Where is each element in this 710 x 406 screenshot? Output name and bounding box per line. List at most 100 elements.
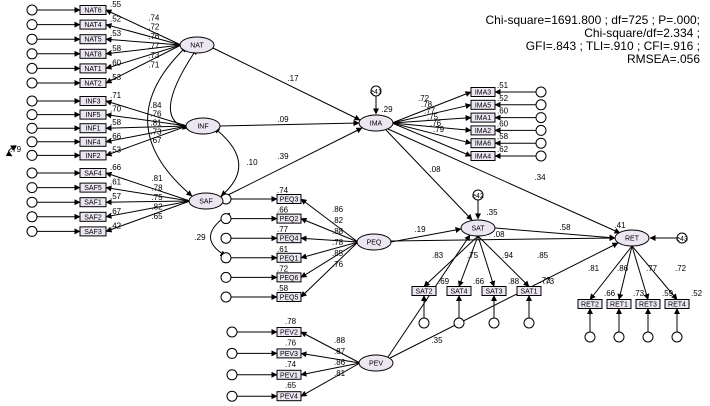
error-circle-NAT1	[26, 62, 38, 74]
loading-arrow-RET2	[589, 245, 633, 300]
loading-arrow-NAT5	[105, 36, 182, 46]
indicator-IMA1-label: IMA1	[475, 115, 491, 122]
error-circle-PEQ1	[220, 252, 232, 264]
loading-PEV2: .88	[334, 336, 346, 345]
error-circle-NAT4	[26, 19, 38, 31]
loading-SAF3: .65	[151, 212, 163, 221]
indicator-PEQ2-box	[276, 213, 302, 224]
indicator-PEV1-box	[276, 369, 302, 380]
r2-RET3: .59	[662, 289, 674, 298]
indicator-NAT4-box	[79, 19, 107, 30]
r2-IMA2: .60	[497, 119, 509, 128]
indicator-SAF1-box	[79, 197, 107, 208]
loading-arrow-INF2	[105, 125, 188, 157]
error-circle-SAF1	[26, 196, 38, 208]
loading-arrow-NAT8	[105, 44, 182, 57]
error-circle-RET3	[642, 331, 654, 343]
loading-arrow-INF4	[105, 125, 188, 144]
loading-arrow-INF1	[105, 125, 188, 132]
indicator-IMA6-box	[470, 138, 496, 149]
indicator-PEQ1-box	[276, 252, 302, 263]
r2-IMA6: .58	[497, 132, 509, 141]
cov-nat-saf	[147, 46, 193, 197]
error-circle-NAT2	[26, 77, 38, 89]
indicator-PEQ1-label: PEQ1	[280, 255, 299, 262]
coef-pev-sat: .35	[431, 336, 443, 345]
r2-INF5: .70	[110, 105, 122, 114]
loading-arrow-PEQ1	[300, 241, 359, 260]
indicator-SAT3-box	[481, 286, 507, 296]
r2-RET2: .66	[604, 289, 616, 298]
r2-PEV1: .74	[285, 360, 297, 369]
fit-line-gfi-tli-cfi: GFI=.843 ; TLI=.910 ; CFI=.916 ;	[525, 39, 700, 53]
error-circle-SAF2	[26, 211, 38, 223]
indicator-NAT1-box	[79, 63, 107, 74]
coef-nat-ima: .17	[287, 74, 299, 83]
indicator-SAT3-label: SAT3	[486, 289, 503, 296]
loading-IMA3: .72	[418, 94, 430, 103]
loading-NAT1: .73	[148, 51, 160, 60]
indicator-RET1-box	[606, 299, 632, 309]
indicator-PEQ4-label: PEQ4	[280, 236, 299, 243]
r2-PEV2: .78	[285, 317, 297, 326]
error-circle-IMA3	[535, 86, 547, 98]
path-ima-sat	[385, 129, 473, 221]
latent-pev-label: PEV	[369, 361, 383, 368]
r2-SAF5: .61	[110, 178, 122, 187]
indicator-IMA4-label: IMA4	[475, 154, 491, 161]
latent-inf-ellipse	[185, 117, 221, 135]
r2-INF2: .53	[110, 145, 122, 154]
fit-statistics: Chi-square=1691.800 ; df=725 ; P=.000; C…	[400, 14, 701, 66]
r2-SAF1: .57	[110, 192, 122, 201]
r2-SAT2: .69	[438, 277, 450, 286]
r2-PEQ2: .66	[277, 206, 289, 215]
loading-arrow-NAT2	[105, 44, 182, 84]
loading-IMA6: .76	[430, 119, 442, 128]
loading-PEQ5: .76	[332, 260, 344, 269]
error-circle-IMA1	[535, 112, 547, 124]
error-circle-INF5	[26, 109, 38, 121]
latent-pev-ellipse	[358, 354, 394, 372]
indicator-IMA2-box	[470, 125, 496, 136]
path-peq-sat	[390, 227, 462, 243]
error-circle-PEQ5	[220, 291, 232, 303]
error-circle-INF2	[26, 149, 38, 161]
r2-ima: .29	[381, 105, 393, 114]
indicator-IMA3-label: IMA3	[475, 90, 491, 97]
error-circle-SAT1	[523, 317, 535, 329]
indicator-RET4-label: RET4	[668, 302, 686, 309]
loading-arrow-PEV1	[300, 362, 361, 377]
loading-PEV1: .86	[334, 358, 346, 367]
loading-arrow-RET1	[617, 245, 633, 300]
cov-nat-inf	[169, 48, 198, 130]
loading-SAT3: .94	[502, 251, 514, 260]
loading-arrow-SAF3	[105, 200, 191, 233]
latent-saf-label: SAF	[199, 199, 213, 206]
disturbance-e41-label: e41	[370, 89, 382, 96]
error-circle-PEQ6	[220, 271, 232, 283]
r2-NAT8: .58	[110, 44, 122, 53]
r2-SAF4: .66	[110, 163, 122, 172]
disturbance-e43-circle	[676, 232, 688, 244]
latent-ret-ellipse	[614, 229, 650, 247]
indicator-SAF3-box	[79, 226, 107, 237]
loading-INF3: .84	[150, 101, 162, 110]
indicator-INF3-label: INF3	[85, 99, 100, 106]
loading-arrow-IMA5	[391, 103, 472, 124]
error-circle-PEQ4	[220, 232, 232, 244]
loading-PEQ6: .85	[332, 249, 344, 258]
loading-SAF5: .78	[151, 183, 163, 192]
r2-PEQ3: .74	[277, 186, 289, 195]
disturbance-e42-circle	[472, 189, 484, 201]
indicator-NAT6-label: NAT6	[84, 8, 101, 15]
error-circle-RET4	[671, 331, 683, 343]
error-circle-NAT6	[26, 4, 38, 16]
indicator-IMA5-box	[470, 99, 496, 110]
loading-INF2: .67	[150, 136, 162, 145]
indicator-NAT2-label: NAT2	[84, 81, 101, 88]
coef-inf-ima: .09	[277, 115, 289, 124]
indicator-INF3-box	[79, 96, 107, 106]
r2-INF3: .71	[110, 91, 122, 100]
r2-PEV4: .65	[285, 381, 297, 390]
indicator-RET2-box	[577, 299, 603, 309]
